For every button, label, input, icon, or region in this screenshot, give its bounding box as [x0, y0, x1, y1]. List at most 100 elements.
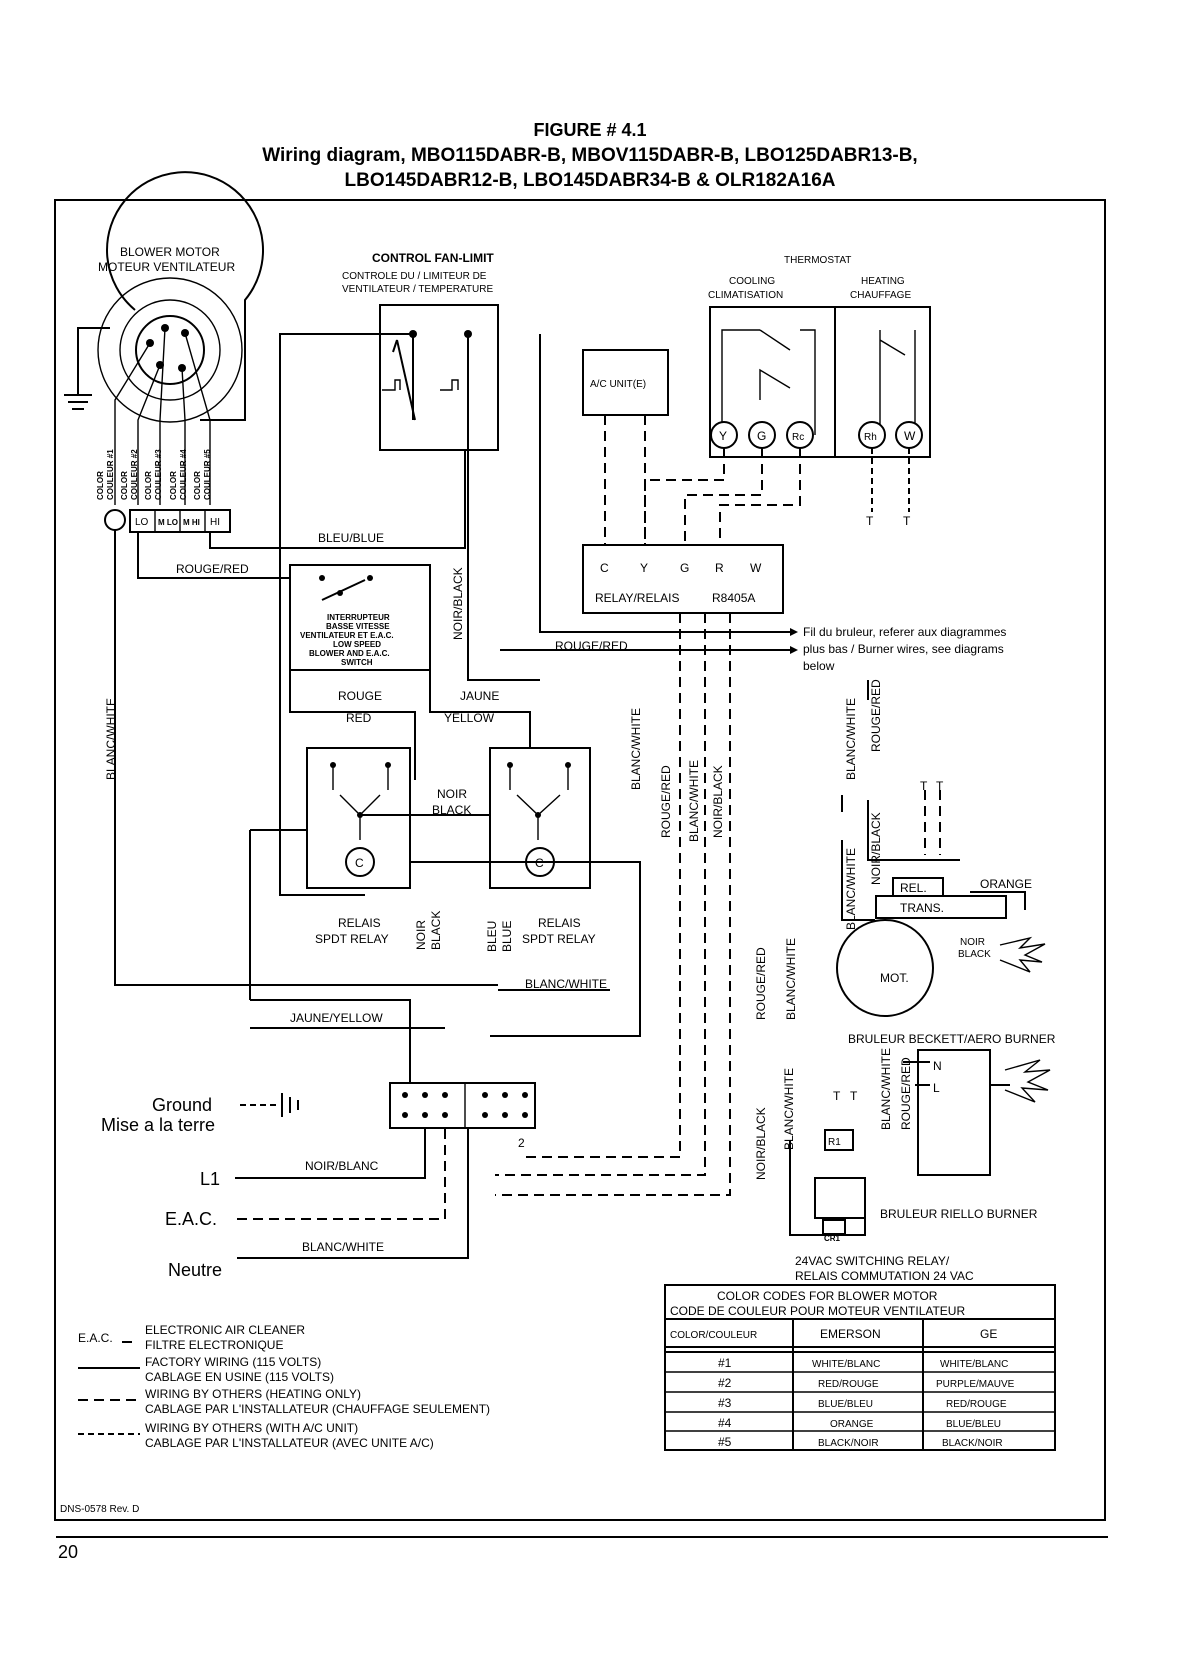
riello-blanc-white-2: BLANC/WHITE [782, 1068, 796, 1150]
table-row-4-ge: BLUE/BLEU [946, 1419, 1001, 1430]
relay-term-c: C [600, 561, 609, 575]
thermostat-title: THERMOSTAT [784, 255, 851, 266]
wire-blanc-white-v: BLANC/WHITE [687, 760, 701, 842]
neutre-label: Neutre [168, 1260, 222, 1280]
legend-eac-en: ELECTRONIC AIR CLEANER [145, 1323, 305, 1337]
ground-label-fr: Mise a la terre [101, 1115, 215, 1135]
thermostat-switches [721, 329, 916, 435]
switch-line-6: SWITCH [341, 658, 373, 667]
switch-line-3: VENTILATEUR ET E.A.C. [300, 631, 394, 640]
beckett-blanc-white-2: BLANC/WHITE [844, 848, 858, 930]
beckett-t-2: T [936, 779, 944, 793]
wire-jaune: JAUNE [460, 689, 499, 703]
fanlimit-title: CONTROL FAN-LIMIT [372, 251, 494, 265]
term-rh: Rh [864, 432, 877, 443]
riello-relay-2: RELAIS COMMUTATION 24 VAC [795, 1269, 974, 1283]
speed-m-hi: M HI [183, 518, 200, 527]
legend-eac-abbr: E.A.C. [78, 1331, 113, 1345]
table-row-5-num: #5 [718, 1435, 732, 1449]
figure-number: FIGURE # 4.1 [533, 120, 647, 140]
legend-ac-en: WIRING BY OTHERS (WITH A/C UNIT) [145, 1421, 358, 1435]
spdt-1-label: SPDT RELAY [315, 932, 389, 946]
thermostat-heating-fr: CHAUFFAGE [850, 290, 911, 301]
riello-t-1: T [833, 1089, 841, 1103]
heat-t-2: T [903, 514, 911, 528]
legend-ac-fr: CABLAGE PAR L'INSTALLATEUR (AVEC UNITE A… [145, 1436, 434, 1450]
fanlimit-switches [382, 330, 472, 421]
table-title-2: CODE DE COULEUR POUR MOTEUR VENTILATEUR [670, 1304, 965, 1318]
term-rc: Rc [792, 432, 804, 443]
switch-line-2: BASSE VITESSE [326, 622, 390, 631]
relay-dashed-bundle: ROUGE/RED BLANC/WHITE NOIR/BLACK [495, 613, 731, 1196]
ac-unit-label: A/C UNIT(E) [590, 379, 646, 390]
wire-blanc-white-h: BLANC/WHITE [525, 977, 607, 991]
wire-noir-black-v: NOIR/BLACK [711, 765, 725, 838]
relay-term-y: Y [640, 561, 648, 575]
beckett-blanc-white-1: BLANC/WHITE [844, 698, 858, 780]
term-w: W [904, 429, 916, 443]
term-y: Y [719, 429, 727, 443]
table-row-2-num: #2 [718, 1376, 732, 1390]
speed-lo: LO [135, 517, 149, 528]
legend-heating-fr: CABLAGE PAR L'INSTALLATEUR (CHAUFFAGE SE… [145, 1402, 490, 1416]
lead-4-color: COLOR [169, 471, 178, 500]
beckett-orange: ORANGE [980, 877, 1032, 891]
footer-rule [56, 1536, 1108, 1538]
beckett-t-1: T [920, 779, 928, 793]
relay-label: RELAY/RELAIS [595, 591, 679, 605]
ac-unit-box [582, 349, 669, 416]
table-row-3-ge: RED/ROUGE [946, 1399, 1007, 1410]
figure-title-line-1: Wiring diagram, MBO115DABR-B, MBOV115DAB… [262, 145, 918, 166]
eac-label: E.A.C. [165, 1209, 217, 1229]
page-number: 20 [58, 1542, 79, 1562]
beckett-noir: NOIR [960, 937, 985, 948]
spdt-2-label: SPDT RELAY [522, 932, 596, 946]
legend-factory-en: FACTORY WIRING (115 VOLTS) [145, 1355, 321, 1369]
motor-ground-icon [64, 327, 110, 410]
riello-cr1: CR1 [824, 1234, 841, 1243]
terminal-2-label: 2 [518, 1136, 525, 1150]
wire-jaune-yellow: JAUNE/YELLOW [290, 1011, 383, 1025]
riello-relay-1: 24VAC SWITCHING RELAY/ [795, 1254, 950, 1268]
figure-title-line-2: LBO145DABR12-B, LBO145DABR34-B & OLR182A… [344, 170, 836, 191]
wire-rouge: ROUGE [338, 689, 382, 703]
burner-note-3: below [803, 659, 835, 673]
burner-note-2: plus bas / Burner wires, see diagrams [803, 642, 1004, 656]
riello-rouge-red-2: ROUGE/RED [899, 1057, 913, 1130]
beckett-trans: TRANS. [900, 901, 944, 915]
table-row-1-num: #1 [718, 1356, 732, 1370]
table-row-1-ge: WHITE/BLANC [940, 1359, 1008, 1370]
switch-line-1: INTERRUPTEUR [327, 613, 390, 622]
beckett-burner-wiring: BLANC/WHITE ROUGE/RED NOIR/BLACK BLANC/W… [836, 679, 1046, 1017]
lead-3-couleur: COULEUR #3 [154, 449, 163, 500]
wire-noir: NOIR [437, 787, 467, 801]
speed-m-lo: M LO [158, 518, 178, 527]
relay-model: R8405A [712, 591, 755, 605]
power-terminal-block [389, 1082, 536, 1129]
table-row-2-ge: PURPLE/MAUVE [936, 1379, 1015, 1390]
lead-2-color: COLOR [120, 471, 129, 500]
heat-t-1: T [866, 514, 874, 528]
beckett-noir-black: NOIR/BLACK [869, 812, 883, 885]
thermostat-heating: HEATING [861, 276, 905, 287]
beckett-rouge-red: ROUGE/RED [869, 679, 883, 752]
riello-l: L [933, 1081, 940, 1095]
relay-term-w: W [750, 561, 762, 575]
lead-2-couleur: COULEUR #2 [130, 449, 139, 500]
blower-motor-symbol [97, 171, 264, 423]
l1-label: L1 [200, 1169, 220, 1189]
lead-4-couleur: COULEUR #4 [179, 449, 188, 500]
wire-rouge-red-v: ROUGE/RED [659, 765, 673, 838]
wire-bleu-v: BLEU [485, 921, 499, 952]
doc-id: DNS-0578 Rev. D [60, 1504, 139, 1515]
speed-hi: HI [210, 517, 220, 528]
term-g: G [757, 429, 766, 443]
blower-title-en: BLOWER MOTOR [120, 245, 220, 259]
beckett-title: BRULEUR BECKETT/AERO BURNER [848, 1032, 1056, 1046]
table-header-color: COLOR/COULEUR [670, 1330, 757, 1341]
wire-blanc-white-neutre: BLANC/WHITE [302, 1240, 384, 1254]
table-row-3-num: #3 [718, 1396, 732, 1410]
beckett-mot: MOT. [880, 971, 909, 985]
lead-5-couleur: COULEUR #5 [203, 449, 212, 500]
table-row-3-emerson: BLUE/BLEU [818, 1399, 873, 1410]
